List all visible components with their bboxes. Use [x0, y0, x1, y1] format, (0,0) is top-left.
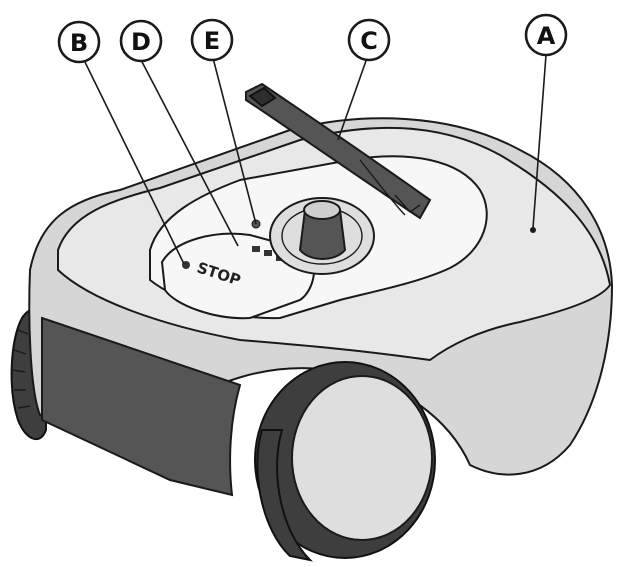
keypad-button-1[interactable]: [252, 246, 260, 252]
lower-skirt: [41, 316, 242, 497]
callout-c: C: [347, 18, 391, 62]
leader-line-a: [532, 54, 547, 229]
callout-e-label: E: [204, 27, 220, 55]
callout-e: E: [190, 18, 234, 62]
callout-c-label: C: [360, 27, 378, 55]
callout-d-label: D: [131, 28, 151, 56]
leader-line-b: [82, 57, 185, 265]
leader-line-d: [139, 57, 239, 247]
callout-d: D: [119, 19, 163, 63]
callout-b: B: [57, 20, 101, 64]
front-wheel-tread: [256, 429, 314, 562]
keypad-button-2[interactable]: [264, 250, 272, 256]
callout-b-label: B: [70, 29, 88, 57]
callout-a-label: A: [537, 22, 556, 50]
leader-dot-a: [530, 227, 536, 233]
front-wheel: [254, 361, 436, 559]
leader-line-e: [212, 57, 257, 225]
leader-line-c: [337, 57, 368, 141]
hatch-lid[interactable]: [245, 82, 432, 220]
height-adjust-knob[interactable]: [269, 197, 375, 275]
callout-a: A: [524, 13, 568, 57]
